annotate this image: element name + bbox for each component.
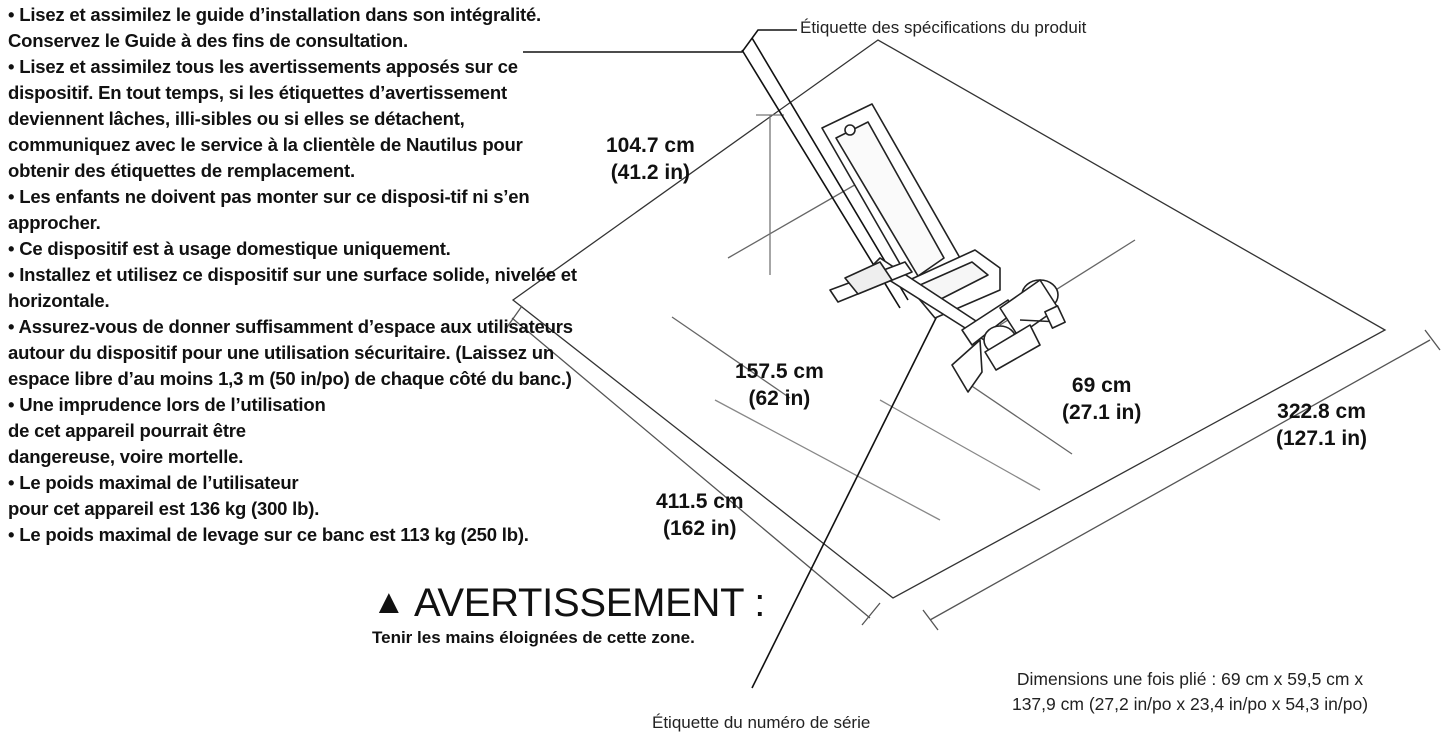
folded-dimensions-line: 137,9 cm (27,2 in/po x 23,4 in/po x 54,3…	[1011, 694, 1369, 714]
outer-width-in: (127.1 in)	[1276, 427, 1368, 450]
spec-label-callout: Étiquette des spécifications du produit	[800, 18, 1087, 37]
instruction-item: • Installez et utilisez ce dispositif su…	[8, 264, 577, 311]
dimension-line-length	[511, 317, 871, 619]
folded-dimensions: Dimensions une fois plié : 69 cm x 59,5 …	[955, 667, 1425, 717]
inner-length-in: (62 in)	[748, 387, 811, 410]
height-cm: 104.7 cm	[606, 134, 695, 157]
warning-heading: ▲ AVERTISSEMENT :	[372, 580, 765, 625]
inner-length-dimension: 157.5 cm (62 in)	[735, 358, 824, 412]
serial-label-callout: Étiquette du numéro de série	[652, 713, 871, 732]
height-in: (41.2 in)	[610, 161, 691, 184]
inner-width-in: (27.1 in)	[1062, 401, 1142, 424]
safety-instructions-list: • Lisez et assimilez le guide d’installa…	[8, 2, 578, 548]
inner-width-dimension: 69 cm (27.1 in)	[1062, 372, 1141, 426]
outer-length-dimension: 411.5 cm (162 in)	[656, 488, 744, 542]
instruction-item: • Les enfants ne doivent pas monter sur …	[8, 186, 530, 233]
instruction-item: • Lisez et assimilez tous les avertissem…	[8, 56, 523, 181]
outer-width-dimension: 322.8 cm (127.1 in)	[1276, 398, 1367, 452]
outer-length-in: (162 in)	[663, 517, 737, 540]
dimension-line-width	[929, 339, 1431, 621]
bench-illustration	[821, 103, 1066, 393]
warning-icon: ▲	[372, 583, 406, 621]
instruction-item: • Une imprudence lors de l’utilisation d…	[8, 394, 326, 467]
instruction-item: • Assurez-vous de donner suffisamment d’…	[8, 316, 573, 389]
warning-title: AVERTISSEMENT :	[413, 581, 766, 625]
spec-label-leader	[523, 29, 797, 53]
inner-width-cm: 69 cm	[1071, 374, 1132, 397]
inner-length-cm: 157.5 cm	[735, 360, 824, 383]
instruction-item: • Lisez et assimilez le guide d’installa…	[8, 4, 541, 51]
height-dimension: 104.7 cm (41.2 in)	[606, 132, 695, 186]
folded-dimensions-line: Dimensions une fois plié : 69 cm x 59,5 …	[1016, 669, 1364, 689]
instruction-item: • Le poids maximal de levage sur ce banc…	[8, 524, 529, 545]
floor-footprint	[511, 39, 1387, 599]
warning-subtitle: Tenir les mains éloignées de cette zone.	[372, 628, 695, 647]
instruction-item: • Le poids maximal de l’utilisateur pour…	[8, 472, 320, 519]
outer-length-cm: 411.5 cm	[656, 490, 744, 513]
outer-width-cm: 322.8 cm	[1277, 400, 1366, 423]
instruction-item: • Ce dispositif est à usage domestique u…	[8, 238, 451, 259]
serial-label-leader	[751, 301, 945, 689]
